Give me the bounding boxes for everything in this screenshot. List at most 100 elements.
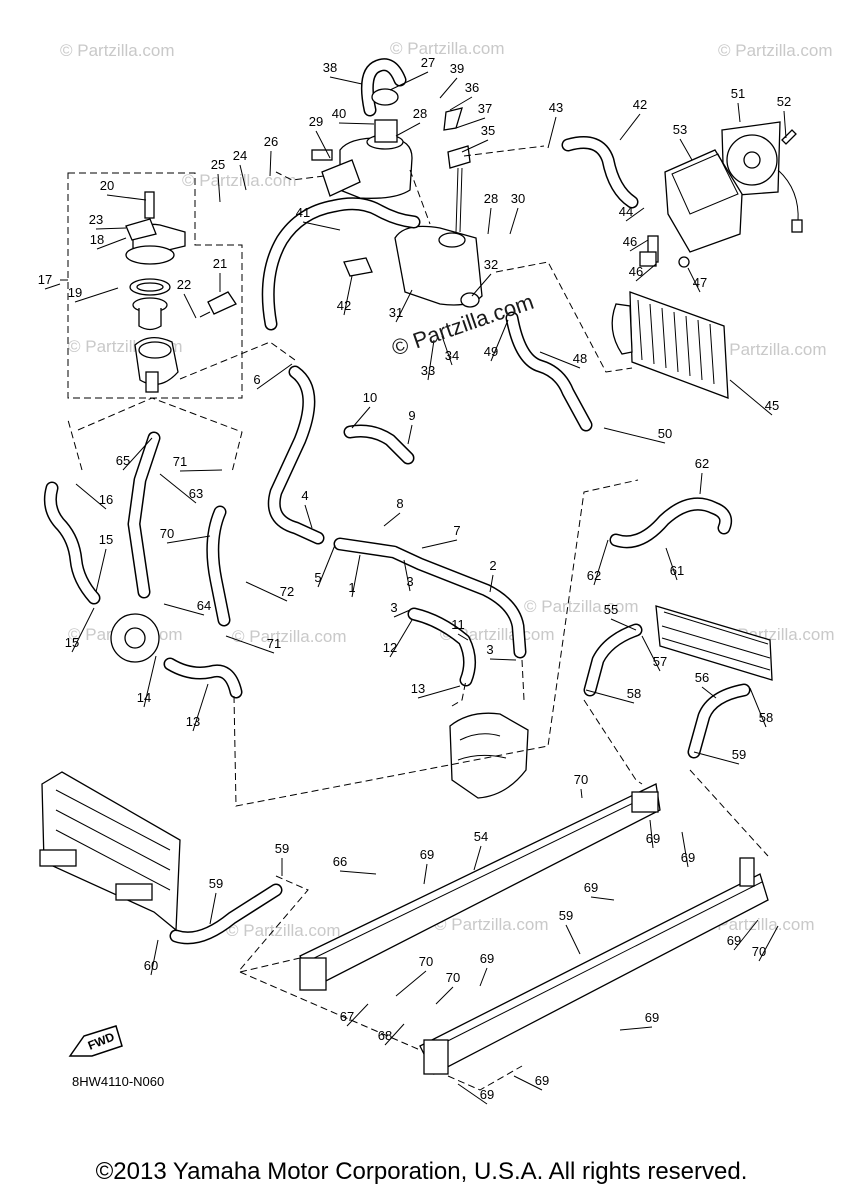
leader-line xyxy=(547,116,557,149)
leader-lines xyxy=(44,71,787,1105)
routing-lines xyxy=(67,145,769,1091)
diagram-code: 8HW4110-N060 xyxy=(72,1074,164,1089)
leader-line xyxy=(395,289,413,323)
leader-line xyxy=(329,76,363,85)
leader-line xyxy=(346,1003,369,1027)
leader-line xyxy=(749,687,767,728)
leader-line xyxy=(383,512,401,527)
callout-50: 50 xyxy=(658,426,672,441)
callout-30: 30 xyxy=(511,191,525,206)
leader-line xyxy=(122,437,153,471)
callout-69: 69 xyxy=(681,850,695,865)
leader-line xyxy=(407,424,413,445)
leader-line xyxy=(625,207,645,222)
leader-line xyxy=(395,122,421,137)
callout-69: 69 xyxy=(584,880,598,895)
leader-line xyxy=(641,635,661,672)
leader-line xyxy=(239,164,247,191)
callout-69: 69 xyxy=(420,847,434,862)
leader-line xyxy=(384,1023,405,1046)
leader-line xyxy=(75,483,107,510)
leader-line xyxy=(729,379,773,416)
leader-line xyxy=(166,535,211,544)
partzilla-watermark: © Partzilla.com xyxy=(226,921,341,940)
leader-line xyxy=(509,207,519,235)
leader-line xyxy=(590,896,615,901)
callout-43: 43 xyxy=(549,100,563,115)
callout-71: 71 xyxy=(173,454,187,469)
callout-47: 47 xyxy=(693,275,707,290)
leader-line xyxy=(629,239,649,252)
leader-line xyxy=(687,267,701,293)
leader-line xyxy=(183,293,197,319)
leader-line xyxy=(393,609,411,618)
callout-41: 41 xyxy=(296,205,310,220)
callout-70: 70 xyxy=(752,944,766,959)
callout-32: 32 xyxy=(484,257,498,272)
callout-70: 70 xyxy=(446,970,460,985)
callout-69: 69 xyxy=(727,933,741,948)
leader-line xyxy=(95,548,107,593)
callout-20: 20 xyxy=(100,178,114,193)
partzilla-watermark: © Partzilla.com xyxy=(524,597,639,616)
callout-68: 68 xyxy=(378,1028,392,1043)
leader-line xyxy=(461,139,489,153)
leader-line xyxy=(439,77,458,99)
partzilla-watermark: © Partzilla.com xyxy=(60,41,175,60)
callout-65: 65 xyxy=(116,453,130,468)
callout-9: 9 xyxy=(408,408,415,423)
part-callouts: 1233345678910111213131415151617181920212… xyxy=(38,55,791,1102)
callout-29: 29 xyxy=(309,114,323,129)
leader-line xyxy=(619,1026,653,1031)
leader-line xyxy=(457,633,469,641)
callout-59: 59 xyxy=(275,841,289,856)
leader-line xyxy=(441,335,453,366)
leader-line xyxy=(338,122,375,125)
callout-17: 17 xyxy=(38,272,52,287)
thermostat-assembly xyxy=(60,172,243,399)
callout-38: 38 xyxy=(323,60,337,75)
callout-55: 55 xyxy=(604,602,618,617)
radiator-and-fan xyxy=(611,121,803,399)
partzilla-watermark: © Partzilla.com xyxy=(182,171,297,190)
coolant-hoses xyxy=(43,136,751,945)
leader-line xyxy=(649,819,654,849)
callout-56: 56 xyxy=(695,670,709,685)
callout-21: 21 xyxy=(213,256,227,271)
callout-6: 6 xyxy=(253,372,260,387)
callout-51: 51 xyxy=(731,86,745,101)
callout-69: 69 xyxy=(480,1087,494,1102)
callout-15: 15 xyxy=(65,635,79,650)
callout-59: 59 xyxy=(559,908,573,923)
leader-line xyxy=(159,473,197,504)
leader-line xyxy=(71,607,95,653)
leader-line xyxy=(44,283,61,290)
leader-line xyxy=(351,554,361,598)
under-floor-pipes xyxy=(299,783,769,1075)
leader-line xyxy=(217,173,221,203)
callout-44: 44 xyxy=(619,204,633,219)
forward-arrow: FWD xyxy=(68,1025,123,1057)
callout-31: 31 xyxy=(389,305,403,320)
oil-cooler xyxy=(655,605,773,681)
callout-23: 23 xyxy=(89,212,103,227)
partzilla-watermark: © Partzilla.com xyxy=(232,627,347,646)
water-pump xyxy=(110,613,529,799)
callout-12: 12 xyxy=(383,640,397,655)
callout-15: 15 xyxy=(99,532,113,547)
leader-line xyxy=(389,71,429,91)
leader-line xyxy=(179,469,223,472)
leader-line xyxy=(209,892,217,925)
leader-line xyxy=(758,925,779,962)
leader-line xyxy=(163,603,205,616)
leader-line xyxy=(389,619,413,658)
callout-63: 63 xyxy=(189,486,203,501)
copyright-notice: ©2013 Yamaha Motor Corporation, U.S.A. A… xyxy=(95,1158,748,1185)
partzilla-watermark: © Partzilla.com xyxy=(390,39,505,58)
leader-line xyxy=(539,351,581,369)
callout-54: 54 xyxy=(474,829,488,844)
leader-line xyxy=(489,658,517,661)
callout-46: 46 xyxy=(629,264,643,279)
callout-42: 42 xyxy=(633,97,647,112)
callout-39: 39 xyxy=(450,61,464,76)
